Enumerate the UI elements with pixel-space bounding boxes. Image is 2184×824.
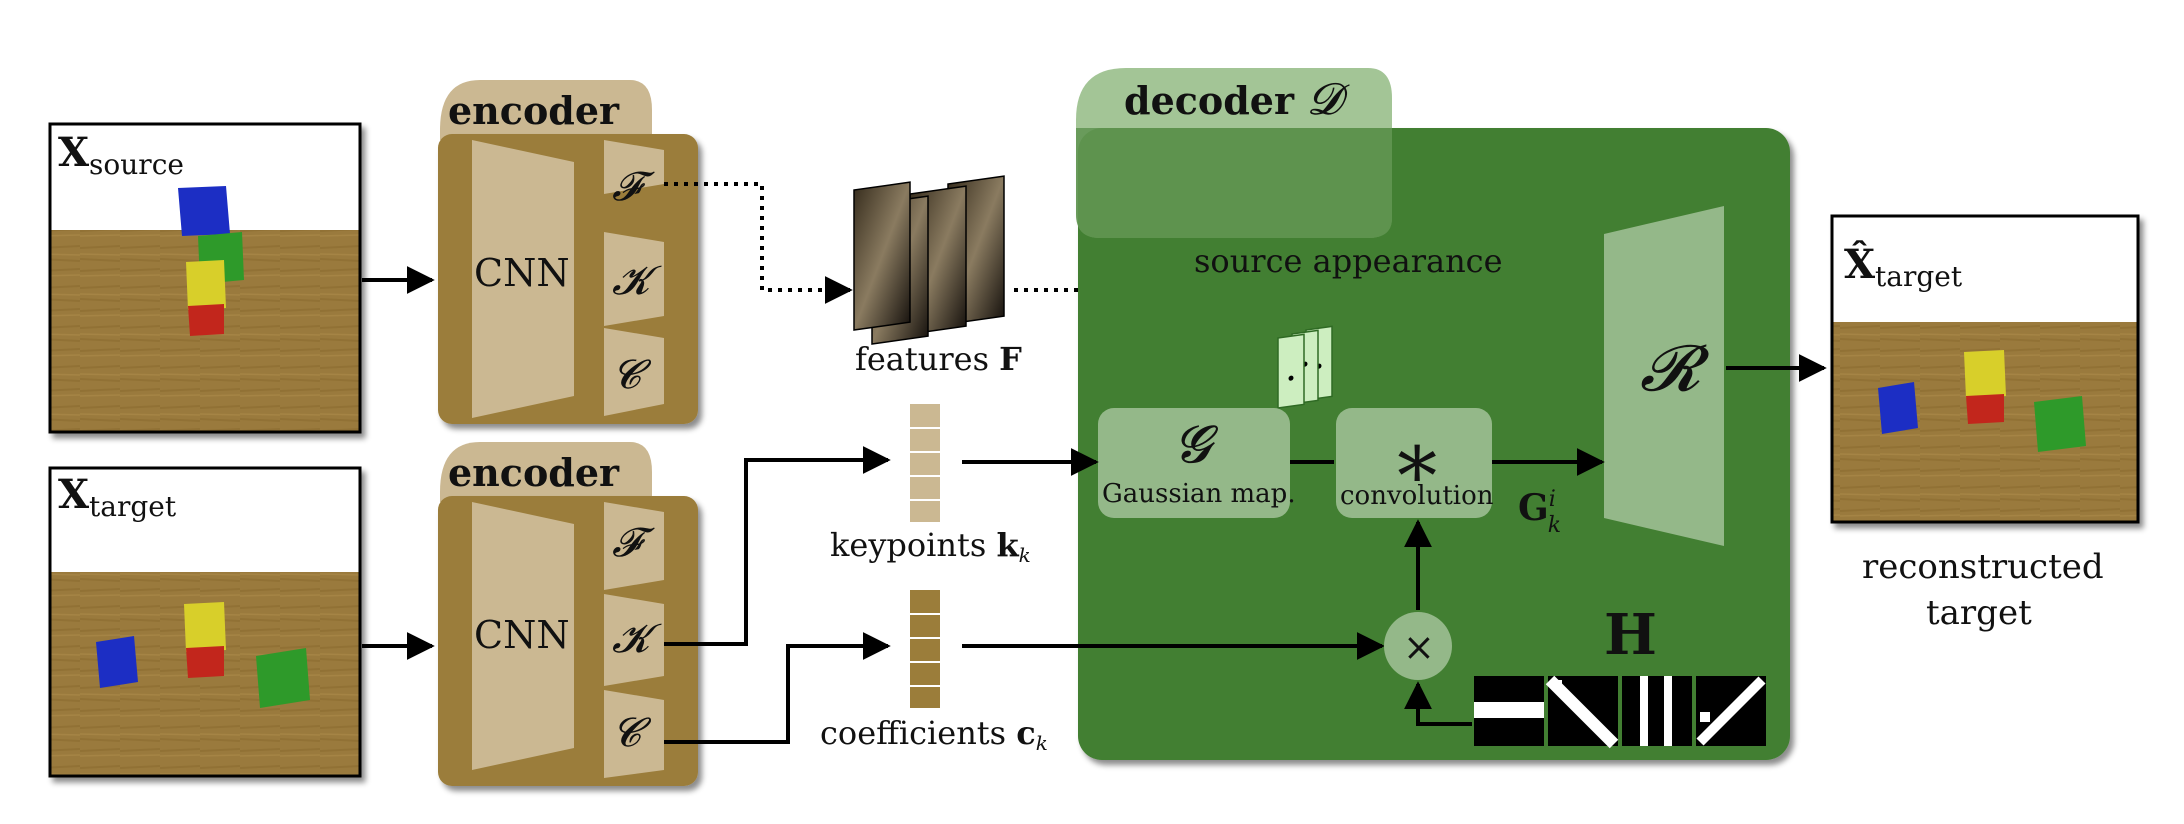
target-green-cube — [256, 648, 310, 708]
encoder-bottom: encoder CNN 𝓕 𝓚 𝓒 — [438, 442, 698, 786]
basis-label: H — [1604, 602, 1657, 668]
recon-label: X̂target — [1844, 241, 1963, 293]
keypoints-label: keypoints kk — [830, 526, 1031, 567]
encoder-top-title: encoder — [448, 88, 620, 133]
source-image — [48, 122, 362, 434]
target-red-cube — [186, 646, 224, 678]
head-C-top — [604, 328, 664, 416]
target-yellow-cube — [184, 602, 226, 652]
renderer — [1604, 206, 1724, 546]
target-image — [48, 466, 362, 778]
source-yellow-cube — [186, 260, 226, 310]
recon-yellow-cube — [1964, 350, 2006, 398]
feature-maps — [853, 175, 1005, 345]
arrow-C-to-coefficients — [664, 632, 891, 744]
source-red-cube — [188, 304, 224, 336]
encoder-bottom-title: encoder — [448, 450, 620, 495]
recon-caption-line1: reconstructed — [1862, 547, 2104, 587]
cnn-trapezoid-bottom — [472, 502, 574, 770]
recon-red-cube — [1966, 394, 2004, 424]
arrow-basis-to-multiply — [1404, 681, 1472, 726]
decoder-title: decoder 𝓓 — [1124, 74, 1350, 125]
arrow-K-to-keypoints — [664, 446, 891, 646]
convolution-symbol: ∗ — [1390, 414, 1444, 507]
cnn-label-bottom: CNN — [474, 613, 570, 657]
reconstructed-image — [1830, 214, 2140, 524]
head-C-bottom — [604, 690, 664, 778]
recon-caption-line2: target — [1926, 593, 2032, 633]
head-F-bottom — [604, 502, 664, 590]
head-K-bottom — [604, 594, 664, 686]
multiply-symbol: × — [1403, 625, 1435, 669]
coefficients-vector — [910, 590, 940, 708]
coefficients-label: coefficients ck — [820, 714, 1048, 755]
arrow-F-to-features — [664, 182, 853, 304]
head-F-top — [604, 140, 664, 194]
features-label: features F — [855, 340, 1022, 378]
gaussian-label: Gaussian map. — [1102, 479, 1296, 509]
target-blue-cube — [96, 636, 138, 688]
source-appearance-label: source appearance — [1194, 242, 1503, 280]
multiply-node — [1384, 612, 1452, 680]
cnn-label-top: CNN — [474, 251, 570, 295]
gaussian-sheets — [1277, 325, 1333, 409]
cnn-trapezoid-top — [472, 140, 574, 418]
encoder-top: encoder CNN 𝓕 𝓚 𝓒 — [438, 80, 698, 424]
head-K-top — [604, 232, 664, 326]
recon-blue-cube — [1878, 382, 1918, 434]
source-label: Xsource — [58, 129, 184, 181]
convolution-label: convolution — [1340, 481, 1494, 511]
convolution-module — [1336, 408, 1492, 518]
recon-green-cube — [2034, 396, 2086, 452]
basis-filters — [1474, 675, 1766, 749]
renderer-label: 𝓡 — [1640, 332, 1710, 406]
source-blue-cube — [178, 186, 230, 236]
target-label: Xtarget — [58, 471, 177, 523]
keypoints-vector — [910, 404, 940, 522]
gaussian-map-module — [1098, 408, 1290, 518]
